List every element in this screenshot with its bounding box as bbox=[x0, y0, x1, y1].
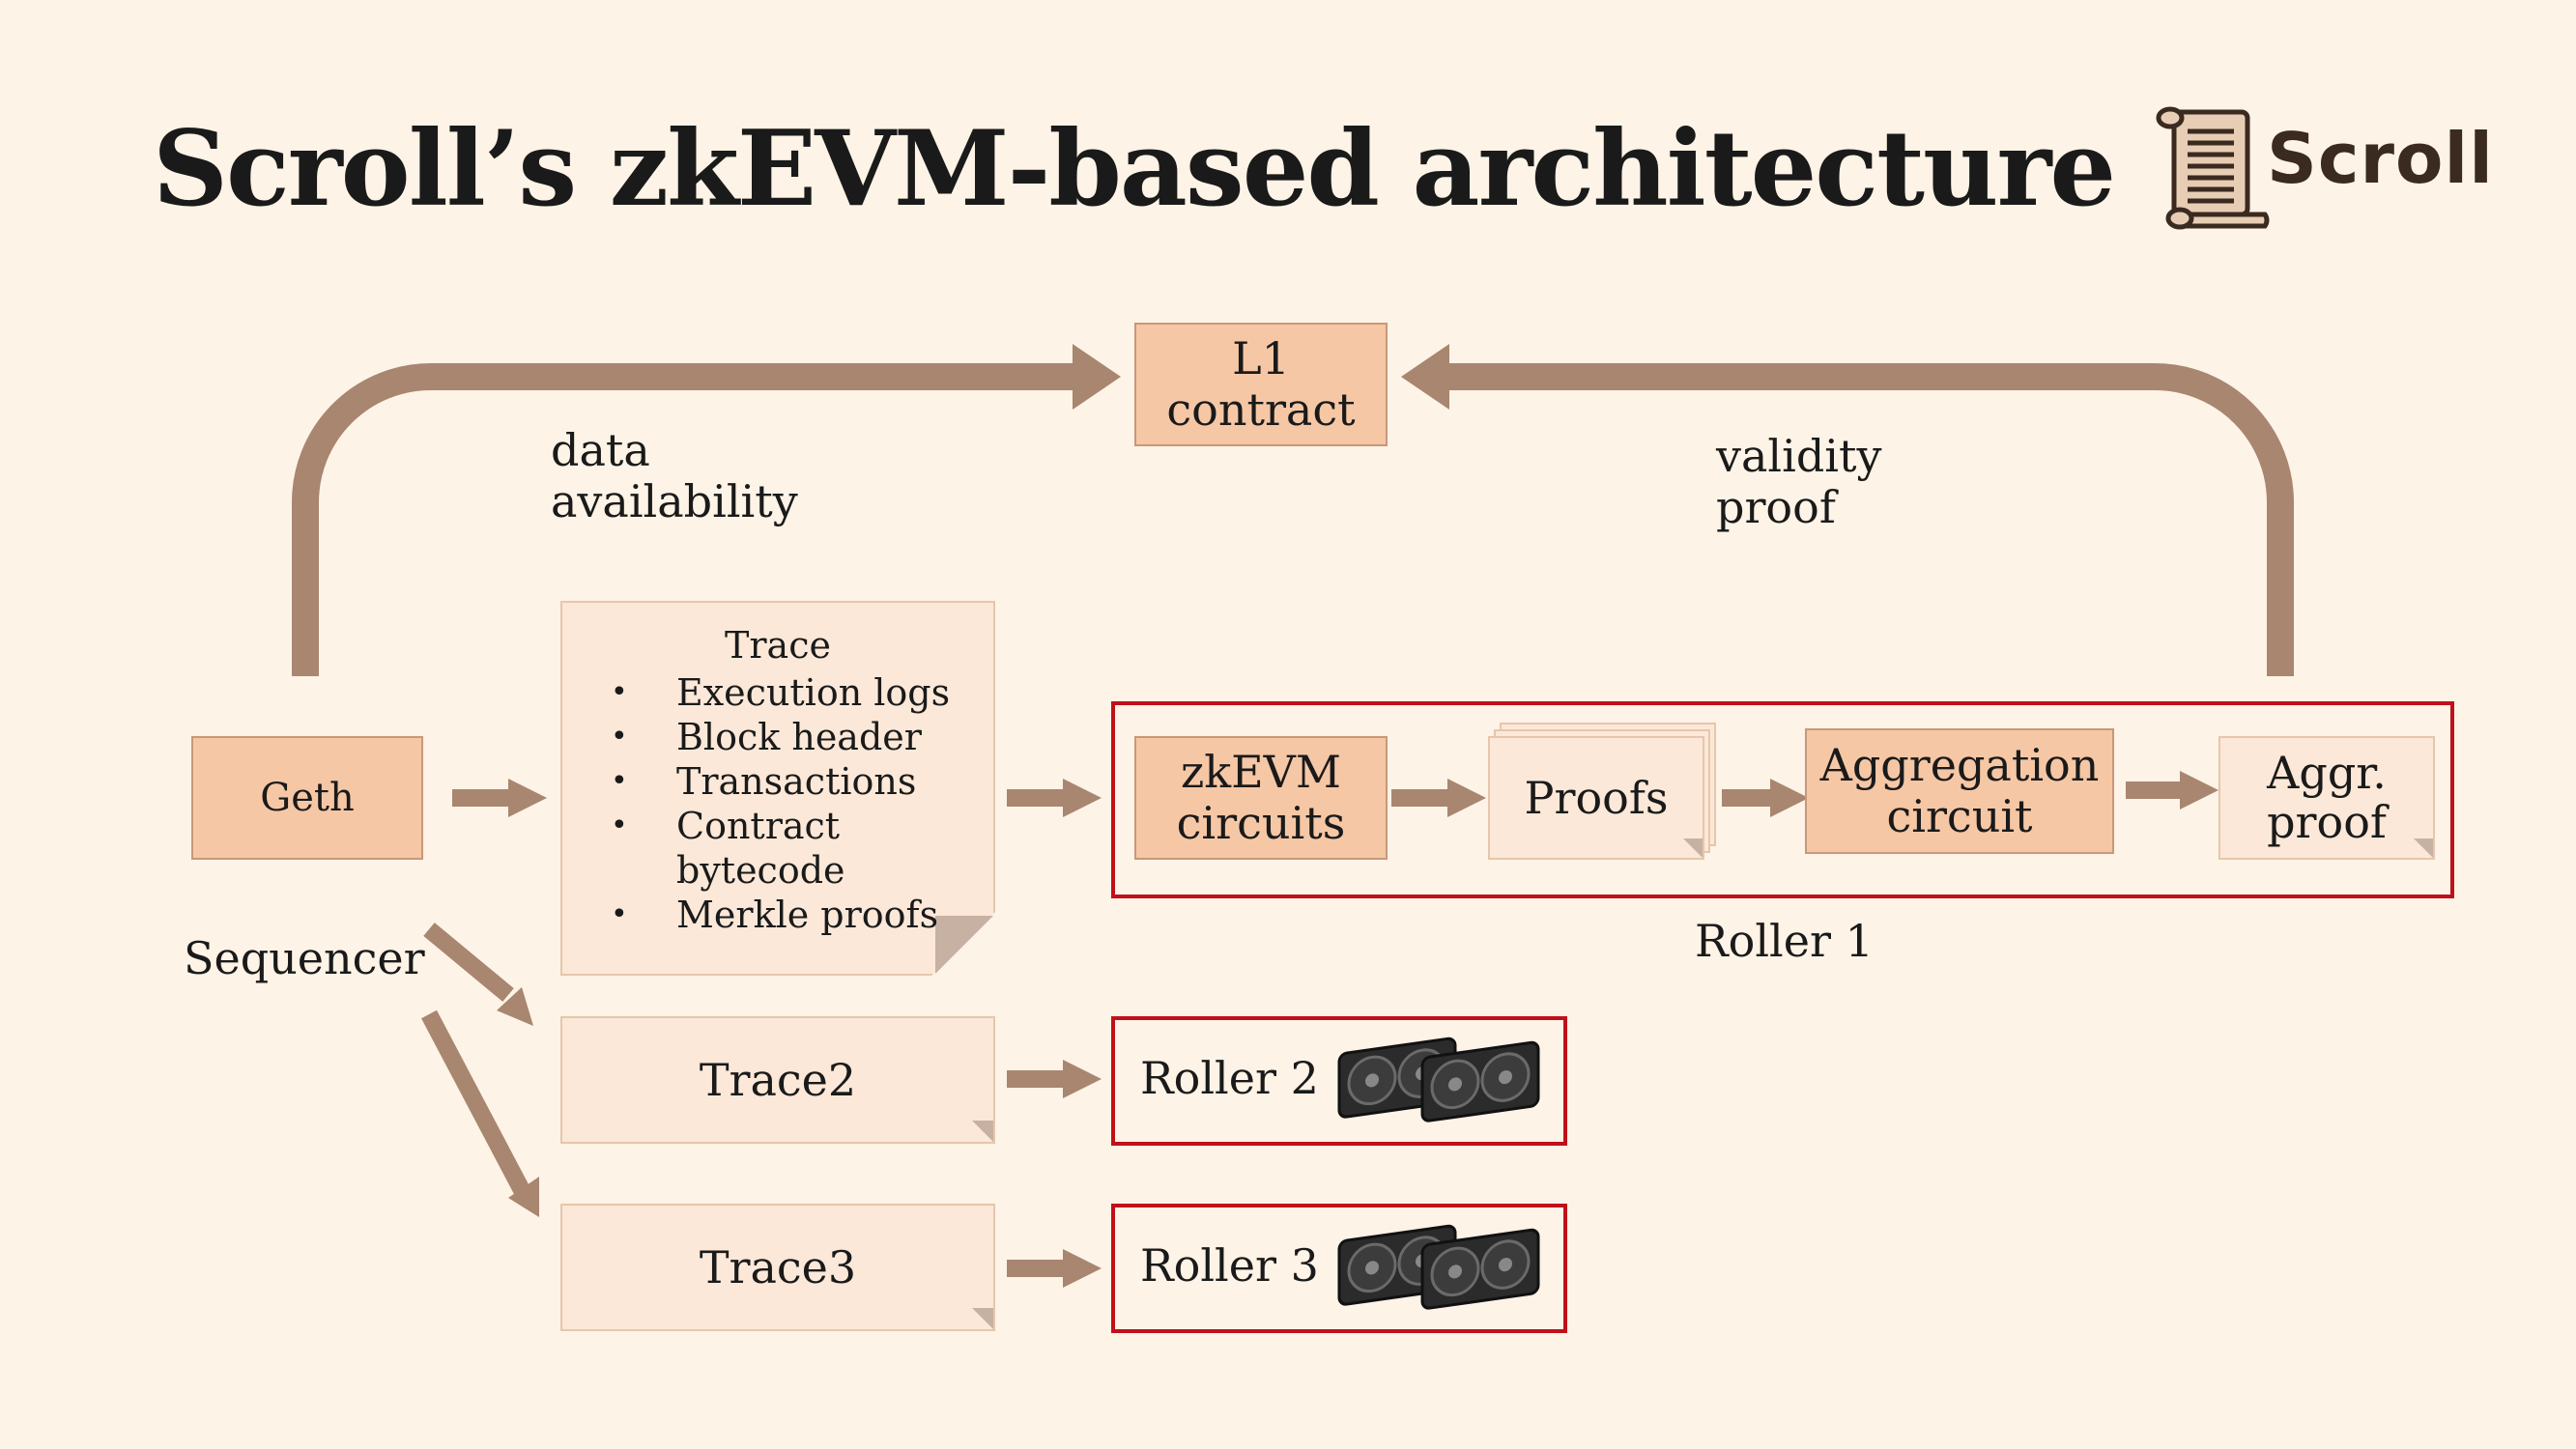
data-availability-line2: availability bbox=[551, 474, 798, 527]
trace-item: Merkle proofs bbox=[611, 893, 950, 937]
trace2-label: Trace2 bbox=[699, 1054, 857, 1106]
scroll-logo: Scroll bbox=[2147, 104, 2493, 230]
validity-proof-line1: validity bbox=[1716, 430, 1882, 482]
arrowhead-from-validity bbox=[1401, 344, 1449, 410]
gpu-icon bbox=[1337, 1224, 1540, 1310]
logo-text: Scroll bbox=[2267, 118, 2494, 199]
aggregation-circuit-box: Aggregation circuit bbox=[1805, 728, 2114, 854]
geth-box: Geth bbox=[191, 736, 423, 860]
arrow-trace3-to-roller3 bbox=[1007, 1249, 1102, 1288]
sequencer-label: Sequencer bbox=[184, 932, 425, 984]
arrow-proofs-to-aggregation bbox=[1722, 779, 1809, 817]
trace3-label: Trace3 bbox=[699, 1241, 857, 1293]
l1-contract-line2: contract bbox=[1166, 384, 1356, 436]
arrow-sequencer-to-trace3 bbox=[421, 1009, 530, 1195]
roller3-label: Roller 3 bbox=[1140, 1239, 1319, 1292]
roller2-label: Roller 2 bbox=[1140, 1052, 1319, 1104]
zkevm-circuits-line2: circuits bbox=[1176, 797, 1346, 849]
data-availability-line1: data bbox=[551, 424, 650, 476]
roller1-box bbox=[1111, 701, 2454, 898]
validity-proof-line2: proof bbox=[1716, 480, 1836, 533]
arrow-trace2-to-roller2 bbox=[1007, 1060, 1102, 1098]
arrowhead-trace2 bbox=[497, 987, 533, 1026]
arrowhead-trace3 bbox=[508, 1177, 539, 1217]
trace-title: Trace bbox=[725, 624, 831, 667]
aggr-proof-note: Aggr. proof bbox=[2218, 736, 2435, 860]
proofs-fold bbox=[1683, 838, 1703, 858]
proofs-label: Proofs bbox=[1524, 772, 1669, 824]
validity-proof-arrow bbox=[1445, 363, 2294, 676]
zkevm-circuits-line1: zkEVM bbox=[1180, 746, 1341, 799]
arrow-zkevm-to-proofs bbox=[1391, 779, 1486, 817]
aggr-proof-line2: proof bbox=[2267, 796, 2387, 848]
aggr-proof-line1: Aggr. bbox=[2267, 747, 2387, 800]
trace-item: Execution logs bbox=[611, 670, 950, 715]
zkevm-circuits-box: zkEVM circuits bbox=[1134, 736, 1388, 860]
geth-label: Geth bbox=[260, 776, 355, 820]
trace3-note: Trace3 bbox=[560, 1204, 995, 1331]
trace-item: Transactions bbox=[611, 759, 950, 804]
aggregation-circuit-line1: Aggregation bbox=[1819, 739, 2100, 792]
trace2-fold bbox=[972, 1121, 993, 1142]
page-title: Scroll’s zkEVM-based architecture bbox=[153, 108, 2116, 230]
scroll-icon bbox=[2156, 106, 2270, 230]
trace-item: Block header bbox=[611, 715, 950, 759]
trace-item: Contract bbox=[611, 804, 950, 848]
arrowhead-to-l1 bbox=[1073, 344, 1121, 410]
arrow-sequencer-to-trace2 bbox=[423, 923, 514, 1002]
trace-note: Trace Execution logs Block header Transa… bbox=[560, 601, 995, 976]
arrow-aggregation-to-aggr-proof bbox=[2126, 771, 2218, 810]
validity-proof-label: validity proof bbox=[1716, 431, 1881, 533]
trace3-fold bbox=[972, 1308, 993, 1329]
aggr-proof-fold bbox=[2414, 838, 2433, 858]
arrow-trace-to-zkevm bbox=[1007, 779, 1102, 817]
data-availability-label: data availability bbox=[551, 425, 798, 527]
l1-contract-box: L1 contract bbox=[1134, 323, 1388, 446]
data-availability-arrow bbox=[292, 363, 1077, 676]
l1-contract-line1: L1 bbox=[1232, 332, 1290, 385]
roller2-box bbox=[1111, 1016, 1567, 1146]
roller1-label: Roller 1 bbox=[1695, 915, 1874, 967]
proofs-note: Proofs bbox=[1488, 736, 1704, 860]
trace2-note: Trace2 bbox=[560, 1016, 995, 1144]
aggregation-circuit-line2: circuit bbox=[1886, 790, 2033, 842]
trace-items: Execution logs Block header Transactions… bbox=[611, 670, 950, 937]
roller3-box bbox=[1111, 1204, 1567, 1333]
arrow-geth-to-trace bbox=[452, 779, 547, 817]
trace-item-continuation: bytecode bbox=[676, 849, 845, 892]
gpu-icon bbox=[1337, 1037, 1540, 1122]
